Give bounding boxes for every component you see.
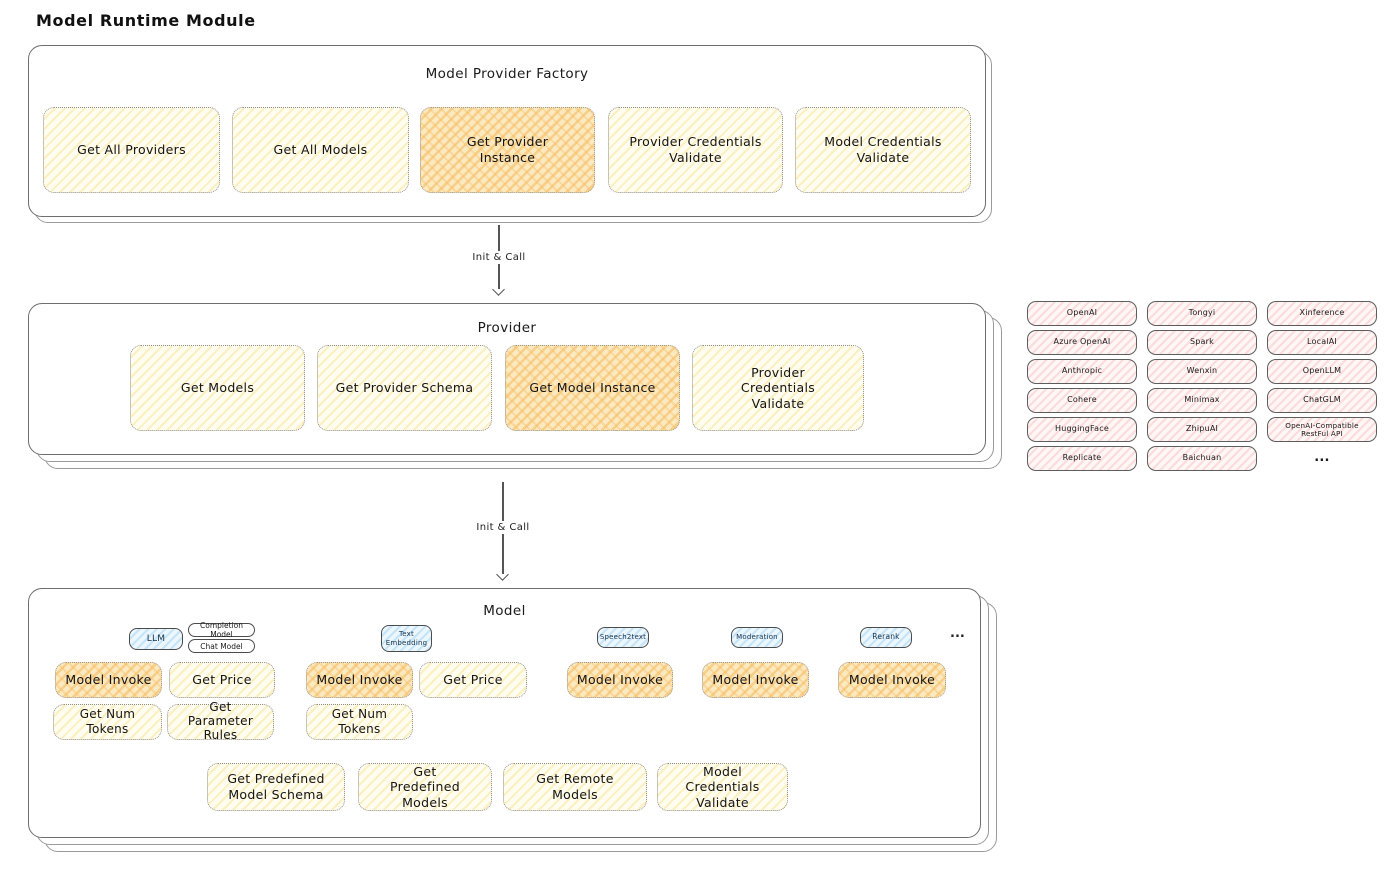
- text-embedding-get-num-tokens: Get Num Tokens: [306, 704, 413, 740]
- arrow-provider-to-model-head: [496, 568, 509, 581]
- arrow-label-init-call-2: Init & Call: [471, 521, 535, 534]
- text-embedding-model-invoke: Model Invoke: [306, 662, 413, 698]
- llm-get-num-tokens: Get Num Tokens: [53, 704, 162, 740]
- model-get-remote-models: Get Remote Models: [503, 763, 647, 811]
- provider-method-provider-credentials-validate: Provider Credentials Validate: [692, 345, 864, 431]
- model-title: Model: [483, 603, 526, 619]
- rerank-model-invoke: Model Invoke: [838, 662, 946, 698]
- tab-chat-model: Chat Model: [188, 639, 255, 653]
- provider-chip-spark: Spark: [1147, 330, 1257, 355]
- llm-get-price: Get Price: [169, 662, 275, 698]
- provider-title: Provider: [477, 320, 537, 336]
- factory-method-get-all-providers: Get All Providers: [43, 107, 220, 193]
- provider-chip-minimax: Minimax: [1147, 388, 1257, 413]
- provider-chip-baichuan: Baichuan: [1147, 446, 1257, 471]
- provider-chip-wenxin: Wenxin: [1147, 359, 1257, 384]
- page-title: Model Runtime Module: [36, 11, 256, 30]
- model-credentials-validate: Model Credentials Validate: [657, 763, 788, 811]
- provider-chip-more-ellipsis: ...: [1314, 450, 1330, 466]
- tab-text-embedding: Text Embedding: [381, 625, 432, 652]
- provider-chip-anthropic: Anthropic: [1027, 359, 1137, 384]
- arrow-label-init-call-1: Init & Call: [467, 251, 531, 264]
- provider-chip-tongyi: Tongyi: [1147, 301, 1257, 326]
- provider-chip-openllm: OpenLLM: [1267, 359, 1377, 384]
- factory-method-provider-credentials-validate: Provider Credentials Validate: [608, 107, 783, 193]
- arrow-factory-to-provider-head: [492, 283, 505, 296]
- factory-method-get-provider-instance: Get Provider Instance: [420, 107, 595, 193]
- provider-chip-openai-compatible: OpenAI-Compatible RestFul API: [1267, 417, 1377, 442]
- tab-speech2text: Speech2text: [597, 627, 649, 648]
- moderation-model-invoke: Model Invoke: [702, 662, 809, 698]
- tab-llm: LLM: [129, 628, 183, 650]
- provider-chip-huggingface: HuggingFace: [1027, 417, 1137, 442]
- speech2text-model-invoke: Model Invoke: [567, 662, 673, 698]
- tabs-more-ellipsis: ...: [950, 626, 965, 641]
- provider-chip-cohere: Cohere: [1027, 388, 1137, 413]
- provider-chip-xinference: Xinference: [1267, 301, 1377, 326]
- factory-title: Model Provider Factory: [425, 66, 589, 82]
- provider-chip-replicate: Replicate: [1027, 446, 1137, 471]
- tab-moderation: Moderation: [731, 627, 783, 648]
- provider-chip-openai: OpenAI: [1027, 301, 1137, 326]
- model-get-predefined-models: Get Predefined Models: [358, 763, 492, 811]
- provider-method-get-model-instance: Get Model Instance: [505, 345, 680, 431]
- provider-method-get-provider-schema: Get Provider Schema: [317, 345, 492, 431]
- provider-chip-localai: LocalAI: [1267, 330, 1377, 355]
- model-get-predefined-model-schema: Get Predefined Model Schema: [207, 763, 345, 811]
- provider-method-get-models: Get Models: [130, 345, 305, 431]
- provider-chip-chatglm: ChatGLM: [1267, 388, 1377, 413]
- tab-rerank: Rerank: [860, 627, 912, 648]
- factory-method-get-all-models: Get All Models: [232, 107, 409, 193]
- llm-model-invoke: Model Invoke: [55, 662, 162, 698]
- llm-get-parameter-rules: Get Parameter Rules: [167, 700, 274, 742]
- text-embedding-get-price: Get Price: [419, 662, 527, 698]
- tab-completion-model: Completion Model: [188, 621, 255, 639]
- provider-chip-zhipuai: ZhipuAI: [1147, 417, 1257, 442]
- provider-chip-azure-openai: Azure OpenAI: [1027, 330, 1137, 355]
- factory-method-model-credentials-validate: Model Credentials Validate: [795, 107, 971, 193]
